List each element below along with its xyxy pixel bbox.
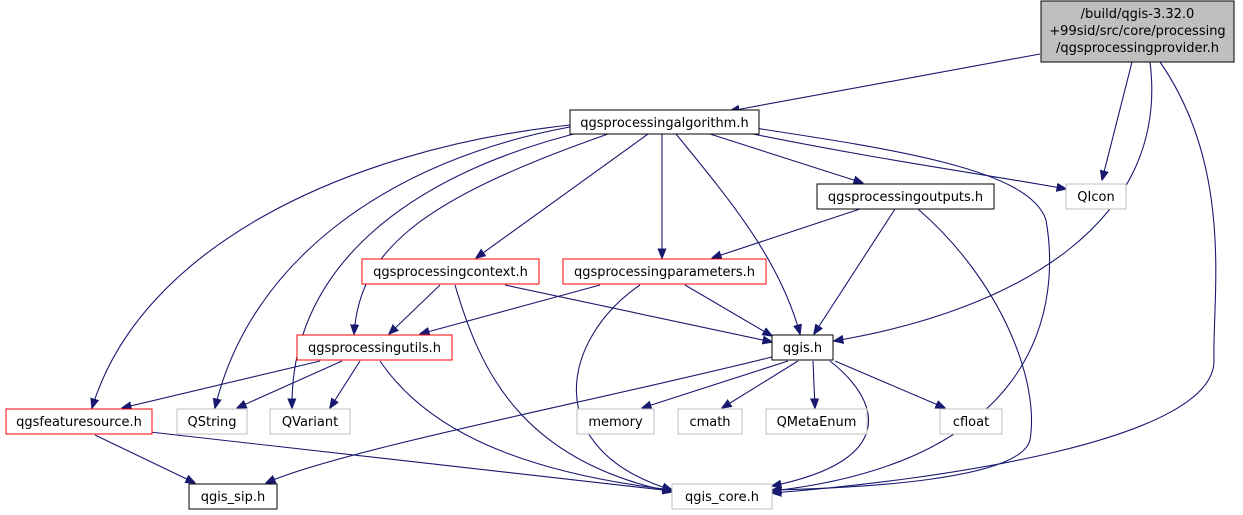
node-label: qgis_sip.h bbox=[201, 490, 265, 505]
edge-root-to-qgis-core bbox=[772, 61, 1217, 493]
edge-outputs-to-parameters bbox=[712, 208, 861, 258]
node-qgis-h[interactable]: qgis.h bbox=[771, 334, 834, 361]
edge-parameters-to-qgis bbox=[684, 284, 772, 336]
node-label: QVariant bbox=[282, 415, 338, 430]
node-label: qgsprocessingoutputs.h bbox=[828, 190, 983, 205]
edge-algorithm-to-outputs bbox=[709, 133, 863, 183]
node-cfloat[interactable]: cfloat bbox=[939, 408, 1003, 435]
edge-root-to-qgis bbox=[834, 61, 1153, 341]
edge-qgis-to-memory bbox=[642, 360, 789, 408]
node-label: cfloat bbox=[953, 415, 989, 430]
edge-context-to-qgis-core bbox=[454, 284, 672, 492]
edge-algorithm-to-featuresource bbox=[92, 124, 571, 408]
edge-algorithm-to-context bbox=[476, 133, 649, 258]
edge-qgis-to-qmetaenum bbox=[813, 360, 815, 408]
edge-qgis-to-cmath bbox=[722, 360, 799, 408]
node-qmetaenum[interactable]: QMetaEnum bbox=[765, 408, 868, 435]
edge-utils-to-qstring bbox=[237, 360, 343, 408]
node-label: QMetaEnum bbox=[777, 415, 857, 430]
node-qgsfeaturesource-h[interactable]: qgsfeaturesource.h bbox=[5, 408, 153, 435]
node-root-line-2: +99sid/src/core/processing bbox=[1049, 24, 1225, 39]
edge-algorithm-to-utils bbox=[354, 133, 609, 334]
edge-context-to-utils bbox=[389, 284, 441, 334]
edge-outputs-to-qgis-core bbox=[772, 208, 1033, 490]
edge-algorithm-to-qstring bbox=[215, 126, 571, 408]
node-qgsprocessingoutputs-h[interactable]: qgsprocessingoutputs.h bbox=[816, 183, 995, 210]
node-qicon[interactable]: QIcon bbox=[1065, 183, 1127, 210]
nodes: /build/qgis-3.32.0 +99sid/src/core/proce… bbox=[5, 0, 1235, 510]
node-label: qgsprocessingparameters.h bbox=[574, 265, 755, 280]
edge-parameters-to-qgis-core bbox=[575, 284, 672, 490]
edge-algorithm-to-qgis bbox=[675, 133, 800, 334]
node-root-line-1: /build/qgis-3.32.0 bbox=[1081, 7, 1195, 22]
node-memory[interactable]: memory bbox=[576, 408, 655, 435]
node-label: qgis_core.h bbox=[685, 490, 759, 505]
node-label: memory bbox=[588, 415, 643, 430]
edge-qgis-to-qgis-sip bbox=[266, 356, 773, 483]
edge-qgis-to-qgis-core bbox=[772, 360, 869, 486]
edge-algorithm-to-qgis-core bbox=[747, 126, 1051, 491]
node-qgsprocessingalgorithm-h[interactable]: qgsprocessingalgorithm.h bbox=[569, 109, 760, 135]
edge-utils-to-qgis-core bbox=[379, 360, 672, 490]
node-label: QString bbox=[187, 415, 236, 430]
node-label: qgis.h bbox=[783, 341, 822, 356]
node-label: qgsprocessingcontext.h bbox=[373, 265, 528, 280]
edge-parameters-to-utils bbox=[420, 284, 601, 334]
node-qgsprocessingcontext-h[interactable]: qgsprocessingcontext.h bbox=[361, 258, 540, 285]
node-root-line-3: /qgsprocessingprovider.h bbox=[1056, 41, 1219, 56]
edge-featuresource-to-qgis-core bbox=[149, 431, 672, 491]
edge-root-to-qicon bbox=[1102, 61, 1133, 180]
edge-outputs-to-qgis bbox=[814, 208, 896, 334]
node-label: qgsfeaturesource.h bbox=[16, 415, 142, 430]
edge-featuresource-to-qgis-sip bbox=[94, 434, 195, 483]
node-cmath[interactable]: cmath bbox=[677, 408, 743, 435]
node-qgsprocessingutils-h[interactable]: qgsprocessingutils.h bbox=[296, 334, 453, 361]
node-label: qgsprocessingalgorithm.h bbox=[580, 116, 748, 131]
edge-root-to-algorithm bbox=[730, 53, 1041, 111]
edge-qgis-to-cfloat bbox=[834, 360, 945, 408]
edge-utils-to-qvariant bbox=[330, 360, 361, 408]
node-qgis-core-h[interactable]: qgis_core.h bbox=[671, 483, 773, 510]
edge-algorithm-to-qicon bbox=[747, 132, 1066, 189]
node-qgsprocessingprovider-h[interactable]: /build/qgis-3.32.0 +99sid/src/core/proce… bbox=[1040, 0, 1235, 63]
edge-context-to-qgis bbox=[504, 284, 772, 342]
node-label: QIcon bbox=[1077, 190, 1114, 205]
node-label: qgsprocessingutils.h bbox=[308, 341, 441, 356]
node-label: cmath bbox=[689, 415, 730, 430]
node-qgis-sip-h[interactable]: qgis_sip.h bbox=[188, 483, 278, 510]
node-qgsprocessingparameters-h[interactable]: qgsprocessingparameters.h bbox=[562, 258, 767, 285]
node-qstring[interactable]: QString bbox=[176, 408, 248, 435]
edge-utils-to-featuresource bbox=[122, 360, 321, 408]
node-qvariant[interactable]: QVariant bbox=[269, 408, 351, 435]
